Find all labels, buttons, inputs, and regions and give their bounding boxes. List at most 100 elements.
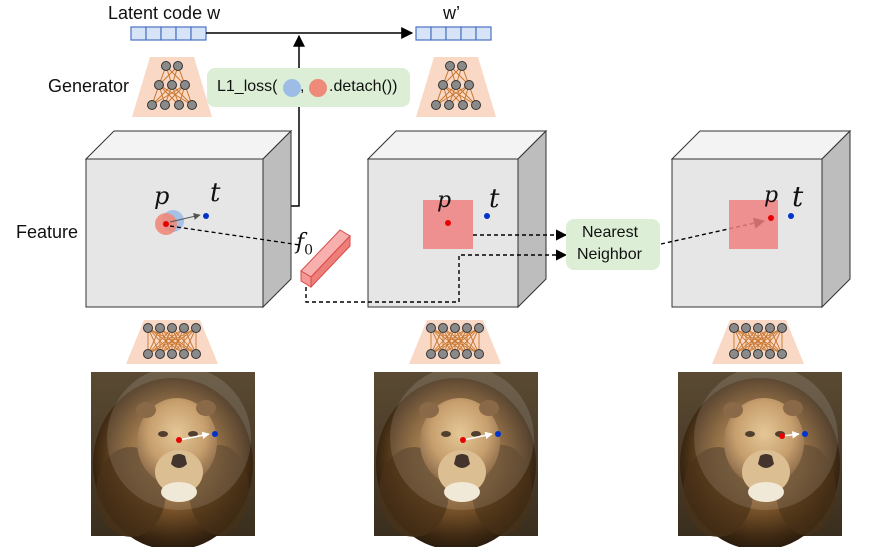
cube-side [821,129,851,309]
code-cell [190,26,207,41]
neuron [777,349,787,359]
neuron [450,349,460,359]
neuron [457,61,467,71]
latent-code-w [130,26,207,41]
cube-top [84,130,293,160]
code-cell [175,26,192,41]
lion-photo [374,366,538,550]
neuron [765,349,775,359]
neuron [179,349,189,359]
neuron [462,349,472,359]
code-cell [145,26,162,41]
neuron [753,323,763,333]
neuron [143,349,153,359]
handle-point-3 [768,215,774,221]
code-cell [160,26,177,41]
generator-label: Generator [48,76,130,96]
neuron [167,80,177,90]
neuron [191,323,201,333]
f0-bar-side [310,234,351,289]
neuron [191,349,201,359]
neuron [179,323,189,333]
feature-dashed-line [169,225,301,246]
motion-arrow-1 [169,213,201,223]
neuron [471,100,481,110]
target-point [802,431,808,437]
cube-top [670,130,852,160]
neuron [155,323,165,333]
neuron [167,349,177,359]
generator-network-icon-bottom-3 [712,320,804,364]
neuron [729,323,739,333]
code-cell [475,26,492,41]
feature-cube-3 [670,129,852,309]
feature-cube-1 [84,129,293,309]
nearest-neighbor-box [566,219,660,270]
cube-side [262,129,292,309]
neuron [426,349,436,359]
handle-point [176,437,182,443]
drag-arrow [462,431,493,441]
neuron [765,323,775,333]
handle-point-2 [445,220,451,226]
code-cell [445,26,462,41]
lion-image-2 [374,366,538,550]
loss-box [207,68,410,107]
lion-image-1 [91,366,255,550]
loss-blue-circle [283,79,301,97]
neuron [474,349,484,359]
f0-to-nn-arrow [305,249,568,303]
neuron [777,323,787,333]
code-cell [460,26,477,41]
neuron [753,349,763,359]
cube-top [366,130,548,160]
latent-code-label: Latent code w [108,3,221,23]
neuron [147,100,157,110]
neuron [445,61,455,71]
neuron [464,80,474,90]
latent-code-w-prime [415,26,492,41]
w-prime-label: w’ [443,3,460,23]
neuron [741,349,751,359]
lion-photo [678,366,842,550]
target-point-2 [484,213,490,219]
neuron [180,80,190,90]
neuron [167,323,177,333]
handle-point-1 [163,221,169,227]
feature-label: Feature [16,222,79,242]
loss-text-suffix: .detach()) [329,78,398,95]
neuron [741,323,751,333]
neuron [729,349,739,359]
neuron [438,80,448,90]
cube-front [85,158,264,308]
p-label-3: p [764,183,779,208]
handle-point [460,437,466,443]
neuron [174,100,184,110]
neuron [474,323,484,333]
f0-label: f0 [296,230,314,259]
generator-network-icon-top-left [132,57,212,117]
t-label-1: t [210,178,221,208]
target-point [212,431,218,437]
neuron [143,323,153,333]
generator-network-icon-bottom-1 [126,320,218,364]
neuron [451,80,461,90]
neuron [173,61,183,71]
generator-network-icon-top-right [416,57,496,117]
loss-text-prefix: L1_loss( [217,78,278,95]
neuron [458,100,468,110]
p-label-2: p [437,188,452,213]
lion-photo [91,366,255,550]
code-cell [415,26,432,41]
neuron [187,100,197,110]
neuron [155,349,165,359]
p-label-1: p [154,182,170,210]
neuron [161,61,171,71]
neuron [438,323,448,333]
code-cell [130,26,147,41]
neuron [160,100,170,110]
neuron [154,80,164,90]
loss-red-circle [309,79,327,97]
